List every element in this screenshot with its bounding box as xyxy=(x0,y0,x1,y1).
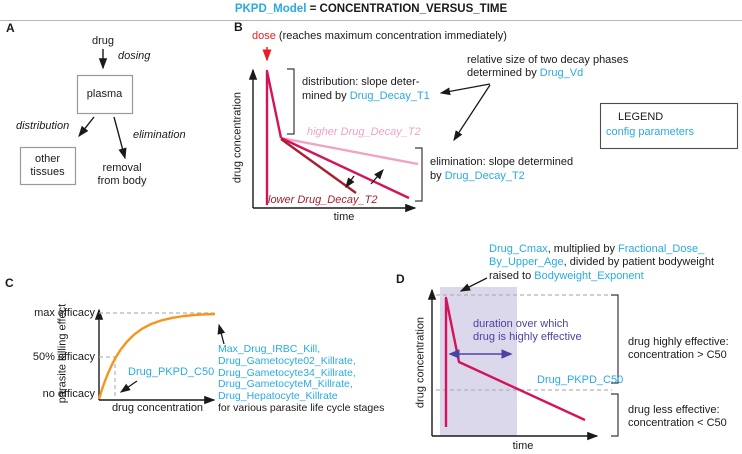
title-divider xyxy=(0,20,742,21)
bodyweight-exponent-param: Bodyweight_Exponent xyxy=(534,269,644,282)
b-mid-decay-line xyxy=(280,136,410,200)
panel-a-arrows xyxy=(78,49,127,160)
drug-vd-param: Drug_Vd xyxy=(539,67,584,79)
removal-node: removal from body xyxy=(97,162,147,187)
dosing-label: dosing xyxy=(118,50,151,62)
less-effective-note: drug less effective: concentration < C50 xyxy=(628,404,727,430)
c-drug-pkpd-c50-param: Drug_PKPD_C50 xyxy=(128,366,215,378)
plasma-node: plasma xyxy=(86,87,123,100)
highly-effective-line2: concentration > C50 xyxy=(628,349,727,361)
drug-node: drug xyxy=(91,35,115,47)
title-model-value: = CONCENTRATION_VERSUS_TIME xyxy=(306,3,508,15)
cmax-mid3: raised to xyxy=(489,269,535,282)
kill-param: Max_Drug_IRBC_Kill, xyxy=(218,343,321,355)
dose-note: (reaches maximum concentration immediate… xyxy=(278,30,507,42)
b-higher-decay-line xyxy=(280,136,419,166)
panel-a-label: A xyxy=(6,21,15,35)
kill-param: Drug_GametocyteM_Killrate, xyxy=(218,378,353,391)
relative-size-line2: determined by xyxy=(467,67,540,79)
max-kill-pointer-arrow xyxy=(217,323,226,345)
kill-note: for various parasite life cycle stages xyxy=(218,401,385,414)
efficacy-curve xyxy=(97,312,216,400)
title-model-param: PKPD_Model xyxy=(234,3,307,15)
higher-decay-label: higher Drug_Decay_T2 xyxy=(307,126,421,138)
d-drug-pkpd-c50-param: Drug_PKPD_C50 xyxy=(537,374,624,386)
kill-param: Drug_Hepatocyte_Killrate xyxy=(218,390,338,403)
elimination-slope-note: elimination: slope determined by Drug_De… xyxy=(430,156,573,183)
panel-d-label: D xyxy=(396,272,405,286)
distribution-slope-note: distribution: slope deter- mined by Drug… xyxy=(302,76,430,103)
distribution-label: distribution xyxy=(16,120,70,132)
b-concentration-rise-curve xyxy=(265,69,283,205)
c-x-axis-label: drug concentration xyxy=(111,402,204,414)
elimination-label: elimination xyxy=(133,129,186,141)
legend: LEGEND config parameters xyxy=(606,110,694,140)
elimination-bracket xyxy=(415,147,423,202)
other-tissues-box xyxy=(19,146,77,186)
highly-effective-note: drug highly effective: concentration > C… xyxy=(628,336,729,362)
b-y-axis-label: drug concentration xyxy=(231,91,244,184)
duration-line2: drug is highly effective xyxy=(473,331,582,343)
cmax-formula-note: Drug_Cmax, multiplied by Fractional_Dose… xyxy=(489,243,725,283)
drug-decay-t1-param: Drug_Decay_T1 xyxy=(349,89,430,102)
dose-label: dose xyxy=(252,30,276,42)
legend-title: LEGEND xyxy=(618,111,664,123)
duration-line1: duration over which xyxy=(473,318,569,330)
legend-config-parameters: config parameters xyxy=(606,126,695,138)
figure-title: PKPD_Model = CONCENTRATION_VERSUS_TIME xyxy=(0,3,742,15)
distribution-bracket xyxy=(287,68,295,135)
less-effective-line1: drug less effective: xyxy=(628,404,720,416)
fractional-dose-param: Fractional_Dose_ xyxy=(618,243,705,255)
d-y-axis-label: drug concentration xyxy=(414,316,427,409)
elimination-note-line2: by xyxy=(430,169,445,182)
toward-higher-arrow xyxy=(370,169,384,185)
kill-param: Drug_Gametocyte02_Killrate, xyxy=(218,354,356,367)
cmax-mid1: , multiplied by xyxy=(547,243,618,255)
elimination-arrow xyxy=(113,116,127,160)
kill-param: Drug_Gametocyte34_Killrate, xyxy=(218,366,356,379)
duration-shaded-region xyxy=(440,287,517,436)
highly-effective-line1: drug highly effective: xyxy=(628,336,729,348)
less-effective-bracket xyxy=(611,393,619,437)
b-x-axis-label: time xyxy=(333,211,355,223)
panel-c-label: C xyxy=(5,276,14,290)
relative-size-line1: relative size of two decay phases xyxy=(467,54,629,66)
b-lower-decay-line xyxy=(280,138,357,194)
drug-cmax-param: Drug_Cmax xyxy=(489,243,548,255)
highly-effective-bracket xyxy=(611,294,619,384)
less-effective-line2: concentration < C50 xyxy=(628,417,727,429)
elimination-note-line1: elimination: slope determined xyxy=(430,156,574,168)
c50-pointer-arrow xyxy=(119,380,138,393)
plasma-box xyxy=(76,74,134,115)
kill-rate-params: Max_Drug_IRBC_Kill, Drug_Gametocyte02_Ki… xyxy=(218,343,385,415)
drug-decay-t2-param: Drug_Decay_T2 xyxy=(444,169,525,182)
panel-b-label: B xyxy=(234,20,243,34)
distribution-note-line1: distribution: slope deter- xyxy=(302,76,420,88)
half-efficacy-tick: 50% efficacy xyxy=(32,351,95,363)
lower-decay-label: lower Drug_Decay_T2 xyxy=(268,194,378,206)
other-tissues-node: other tissues xyxy=(30,152,65,178)
d-concentration-curve xyxy=(444,296,586,427)
legend-box xyxy=(599,102,739,150)
vd-arrow-to-t2 xyxy=(453,84,491,142)
max-efficacy-tick: max efficacy xyxy=(34,307,95,319)
by-upper-age-param: By_Upper_Age xyxy=(489,256,564,269)
no-efficacy-tick: no efficacy xyxy=(42,388,95,400)
duration-note: duration over which drug is highly effec… xyxy=(473,318,582,344)
d-x-axis-label: time xyxy=(512,440,534,452)
cmax-pointer-arrow xyxy=(459,277,488,292)
distribution-note-line2: mined by xyxy=(302,89,350,102)
distribution-arrow xyxy=(78,116,95,138)
relative-size-note: relative size of two decay phases determ… xyxy=(467,54,628,80)
vd-arrow-to-t1 xyxy=(439,83,491,96)
dose-annotation: dose (reaches maximum concentration imme… xyxy=(252,30,507,43)
cmax-mid2: , divided by patient bodyweight xyxy=(563,256,715,269)
toward-lower-arrow xyxy=(345,175,355,189)
